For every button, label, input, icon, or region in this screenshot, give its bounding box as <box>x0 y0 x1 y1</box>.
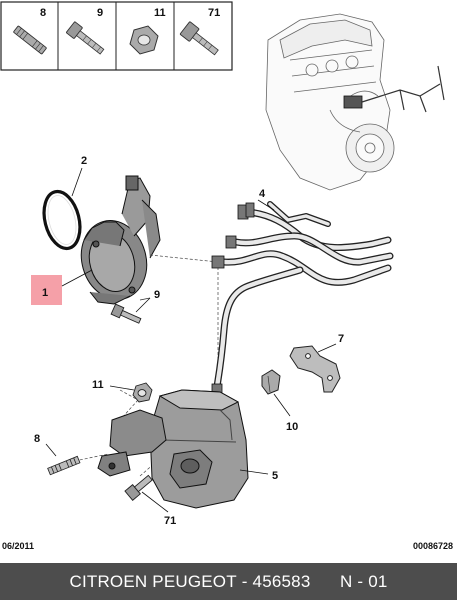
callout-71: 71 <box>164 515 176 527</box>
position-code: N - 01 <box>340 571 388 591</box>
housing-stud <box>47 455 81 476</box>
fastener-reference-box: 8 9 11 71 <box>0 1 233 71</box>
nut-icon <box>129 25 159 55</box>
footer-separator: - <box>236 571 253 591</box>
hose-connectors <box>211 202 255 397</box>
drawing-number: 00086728 <box>412 541 453 551</box>
o-ring-seal <box>42 189 82 251</box>
callout-10: 10 <box>286 421 298 433</box>
vacuum-reservoir-housing <box>97 389 249 509</box>
callout-5: 5 <box>272 470 278 482</box>
part-number: 456583 <box>252 571 311 591</box>
fastener-label: 11 <box>154 7 166 19</box>
hose-clip <box>261 369 281 395</box>
stud-icon <box>13 25 47 55</box>
callout-2: 2 <box>81 155 87 167</box>
callout-8: 8 <box>34 433 40 445</box>
flange-bolt-icon <box>179 21 219 56</box>
callout-7: 7 <box>338 333 344 345</box>
part-info-footer: CITROEN PEUGEOT - 456583 N - 01 <box>0 563 457 600</box>
housing-nut <box>132 382 153 403</box>
pump-bolt <box>110 303 142 324</box>
callout-4: 4 <box>259 188 266 200</box>
housing-bolt <box>124 474 153 501</box>
fastener-label: 9 <box>97 7 103 19</box>
callout-11: 11 <box>92 379 104 391</box>
vacuum-hose-assembly <box>212 201 394 396</box>
flange-bolt-icon <box>66 21 105 55</box>
fastener-label: 8 <box>40 7 46 19</box>
highlighted-part-box <box>31 275 62 305</box>
brand-name: CITROEN PEUGEOT <box>69 571 237 591</box>
fastener-label: 71 <box>208 7 220 19</box>
callout-1: 1 <box>42 287 48 299</box>
exploded-parts-diagram: 8 9 11 71 <box>0 1 445 527</box>
engine-overview-illustration <box>265 13 445 191</box>
footer-gap <box>310 572 340 592</box>
date-code: 06/2011 <box>2 541 35 551</box>
callout-leader-lines <box>45 167 337 513</box>
callout-9: 9 <box>154 289 160 301</box>
vacuum-pump <box>80 175 161 305</box>
hose-bracket <box>289 345 341 393</box>
